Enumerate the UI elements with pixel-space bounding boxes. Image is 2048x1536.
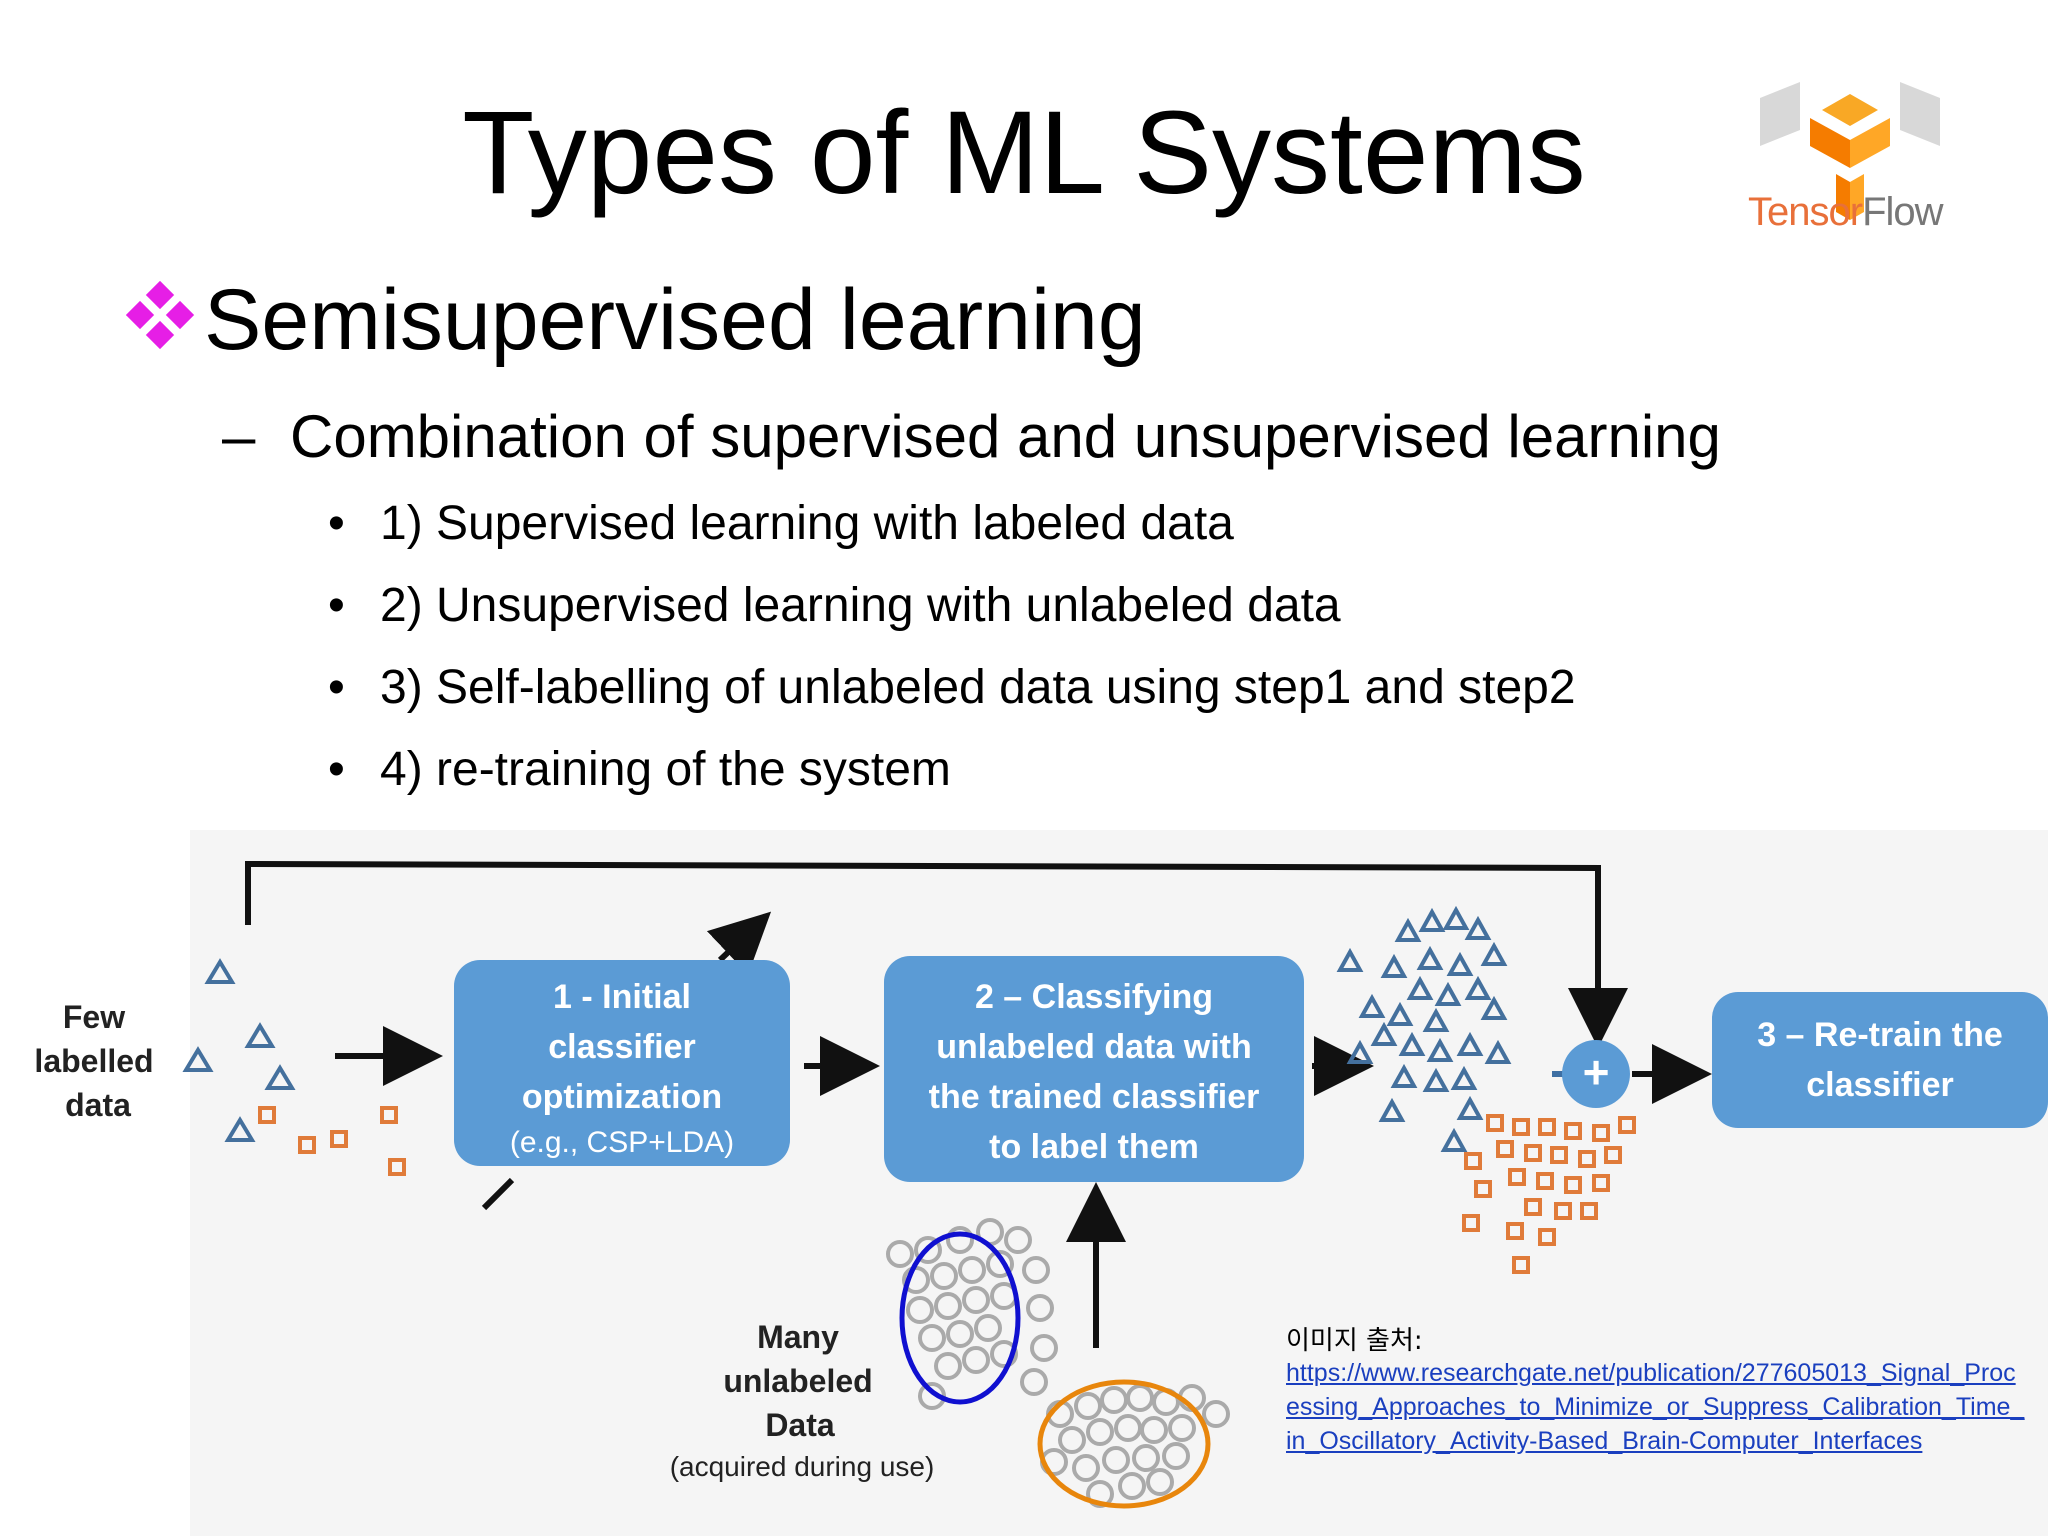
box1-line3: optimization bbox=[522, 1078, 722, 1116]
bullet-level2-text: Combination of supervised and unsupervis… bbox=[290, 403, 1721, 470]
step-text: 2) Unsupervised learning with unlabeled … bbox=[380, 579, 1341, 632]
many-unlabeled-line1: Many bbox=[757, 1319, 839, 1355]
plus-symbol: + bbox=[1583, 1046, 1610, 1098]
blue-cluster-ring bbox=[899, 1231, 1021, 1405]
arrow-diagonal-down bbox=[481, 1177, 515, 1211]
box3-line1: 3 – Re-train the bbox=[1757, 1016, 2003, 1054]
box1-line1: 1 - Initial bbox=[553, 978, 691, 1016]
box-initial-classifier bbox=[454, 960, 790, 1166]
arrow-diagonal-up bbox=[706, 911, 772, 975]
box2-line4: to label them bbox=[989, 1128, 1199, 1166]
few-labelled-line1: Few bbox=[63, 999, 125, 1035]
bullet-level1: Semisupervised learning bbox=[126, 270, 1146, 370]
box1-line4: (e.g., CSP+LDA) bbox=[510, 1126, 734, 1159]
few-labelled-line2: labelled bbox=[34, 1043, 153, 1079]
step-text: 4) re-training of the system bbox=[380, 743, 951, 796]
box2-line2: unlabeled data with bbox=[936, 1028, 1251, 1066]
many-unlabeled-line2: unlabeled bbox=[723, 1363, 872, 1399]
tensorflow-word-flow: Flow bbox=[1862, 190, 1943, 234]
diamond-bullet-icon bbox=[126, 281, 195, 350]
box-retrain bbox=[1712, 992, 2048, 1128]
unlabeled-circles bbox=[886, 1218, 1230, 1508]
step-item: • 4) re-training of the system bbox=[328, 740, 951, 800]
many-unlabeled-line3: Data bbox=[765, 1407, 835, 1443]
box-classifying bbox=[884, 956, 1304, 1182]
bullet-dash: – bbox=[222, 403, 256, 470]
slide-title: Types of ML Systems bbox=[462, 87, 1586, 219]
box2-line3: the trained classifier bbox=[929, 1078, 1260, 1116]
step-bullet: • bbox=[328, 661, 345, 714]
box3-line2: classifier bbox=[1806, 1066, 1953, 1104]
box1-line2: classifier bbox=[548, 1028, 695, 1066]
labelled-triangles bbox=[182, 958, 296, 1142]
labelled-squares bbox=[258, 1106, 406, 1176]
bullet-level2: –Combination of supervised and unsupervi… bbox=[222, 402, 1721, 472]
tensorflow-word-tensor: Tensor bbox=[1748, 190, 1863, 234]
many-unlabeled-line4: (acquired during use) bbox=[670, 1451, 935, 1482]
orange-cluster-ring bbox=[1037, 1379, 1211, 1509]
step-text: 3) Self-labelling of unlabeled data usin… bbox=[380, 661, 1576, 714]
image-source-label: 이미지 출처: bbox=[1286, 1326, 1423, 1356]
bullet-level1-text: Semisupervised learning bbox=[204, 272, 1146, 368]
classified-triangles bbox=[1336, 905, 1512, 1152]
step-item: • 2) Unsupervised learning with unlabeled… bbox=[328, 576, 1341, 636]
step-bullet: • bbox=[328, 497, 345, 550]
plus-circle bbox=[1562, 1040, 1630, 1108]
step-text: 1) Supervised learning with labeled data bbox=[380, 497, 1234, 550]
step-bullet: • bbox=[328, 743, 345, 796]
feedback-loop-line bbox=[245, 860, 1628, 1048]
tensorflow-wordmark: TensorFlow bbox=[1748, 190, 1944, 235]
semisupervised-diagram: 1 - Initial classifier optimization (e.g… bbox=[34, 860, 2048, 1509]
tensorflow-logo-icon bbox=[1760, 82, 1940, 220]
step-bullet: • bbox=[328, 579, 345, 632]
image-source-link[interactable]: https://www.researchgate.net/publication… bbox=[1286, 1359, 2025, 1455]
step-item: • 1) Supervised learning with labeled dat… bbox=[328, 494, 1234, 554]
box2-line1: 2 – Classifying bbox=[975, 978, 1213, 1016]
few-labelled-line3: data bbox=[65, 1087, 131, 1123]
step-item: • 3) Self-labelling of unlabeled data usi… bbox=[328, 658, 1576, 718]
classified-squares bbox=[1462, 1114, 1636, 1274]
